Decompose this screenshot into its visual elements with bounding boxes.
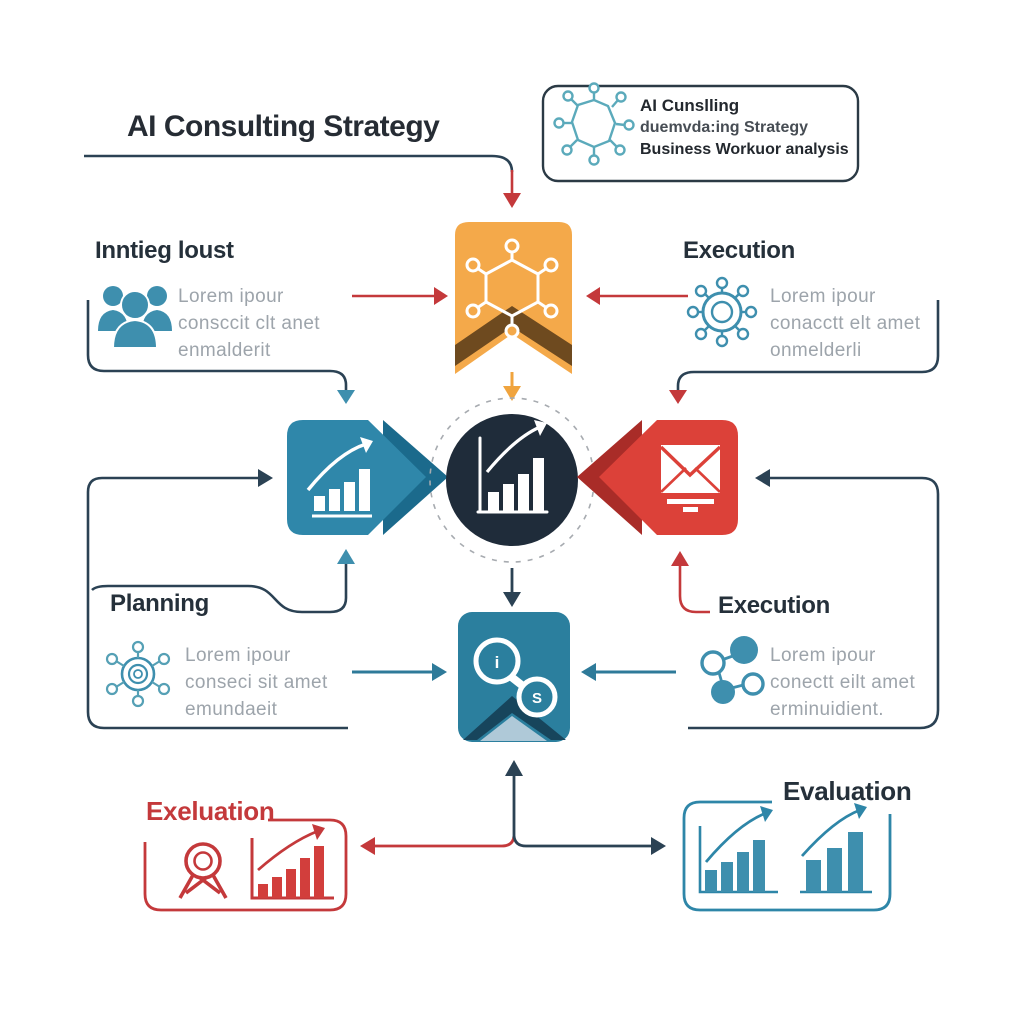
share-nodes-icon — [700, 636, 765, 704]
arrowhead-right-icon — [432, 663, 447, 681]
bar-chart-rising-icon — [250, 824, 334, 900]
arrowhead-down-icon — [503, 386, 521, 401]
arrowhead-up-icon — [671, 551, 689, 566]
bar-chart-growth-icon — [306, 437, 373, 518]
connector-junction-to-evaluation-left — [374, 835, 516, 848]
arrowhead-down-icon — [337, 390, 355, 404]
intake-description: Lorem ipour consccit clt anet enmalderit — [178, 286, 320, 361]
core-metric-circle — [446, 414, 578, 546]
evaluation-left-box — [143, 818, 348, 912]
connector-junction-to-evaluation-right — [512, 835, 652, 848]
arrowhead-down-icon — [503, 592, 521, 607]
evaluation-left-heading: Exeluation — [146, 796, 275, 826]
execution-bottom-description: Lorem ipour conectt eilt amet erminuidie… — [770, 645, 916, 720]
evaluation-right-box — [682, 800, 892, 912]
execution-bottom-heading: Execution — [718, 592, 830, 619]
connector-execution-label-to-shape — [678, 566, 710, 614]
molecule-hexagon-icon — [553, 82, 635, 166]
evaluation-right-heading: Evaluation — [783, 776, 912, 806]
arrowhead-left-icon — [581, 663, 596, 681]
magnifier-ribbon-icon — [178, 842, 228, 899]
link-glyph-top: i — [495, 653, 500, 672]
arrowhead-up-icon — [505, 760, 523, 776]
arrowhead-right-icon — [651, 837, 666, 855]
bar-chart-rising-icon — [698, 806, 778, 894]
arrowhead-right-icon — [434, 287, 448, 305]
legend-text-block: AI Cunslling duemvda:ing Strategy Busine… — [640, 95, 849, 161]
legend-line-1: AI Cunslling — [640, 96, 740, 115]
planning-section-border — [86, 476, 348, 730]
execution-top-description: Lorem ipour conacctt elt amet onmelderli — [770, 286, 921, 361]
connector-execution-to-red-shape — [676, 300, 940, 391]
arrowhead-up-icon — [337, 549, 355, 564]
team-people-icon — [98, 286, 172, 349]
bar-chart-growth-icon — [476, 420, 549, 514]
network-hub-icon — [105, 640, 171, 708]
planning-arrow-shape — [287, 420, 448, 535]
legend-line-3: Business Workuor analysis — [640, 141, 849, 158]
execution-top-heading: Execution — [683, 237, 795, 264]
process-step-bookmark-orange — [455, 222, 572, 374]
link-glyph-bottom: S — [532, 690, 542, 707]
planning-description: Lorem ipour conseci sit amet emundaeit — [185, 645, 328, 720]
legend-box — [541, 84, 860, 183]
bookmark-notch — [480, 716, 547, 741]
arrowhead-left-icon — [755, 469, 770, 487]
bar-chart-rising-icon — [800, 803, 872, 894]
planning-heading: Planning — [110, 590, 209, 617]
link-nodes-icon: i S — [473, 637, 558, 718]
arrowhead-right-icon — [258, 469, 273, 487]
arrowhead-left-icon — [586, 287, 600, 305]
gear-network-icon — [686, 276, 758, 348]
connector-planning-to-shape — [91, 564, 348, 614]
molecule-hexagon-icon — [465, 238, 559, 339]
connector-intake-to-planning-shape — [86, 300, 348, 391]
arrowhead-left-icon — [360, 837, 375, 855]
process-step-bookmark-teal: i S — [458, 612, 570, 742]
execution-section-border — [688, 476, 940, 730]
page-title: AI Consulting Strategy — [127, 110, 440, 143]
arrowhead-down-icon — [503, 193, 521, 208]
legend-line-2: duemvda:ing Strategy — [640, 119, 809, 136]
arrowhead-down-icon — [669, 390, 687, 404]
title-underline — [84, 154, 514, 173]
execution-arrow-shape — [577, 420, 738, 535]
bookmark-chevron — [463, 696, 566, 740]
email-monitor-icon — [659, 445, 722, 512]
intake-heading: Inntieg loust — [95, 237, 234, 264]
